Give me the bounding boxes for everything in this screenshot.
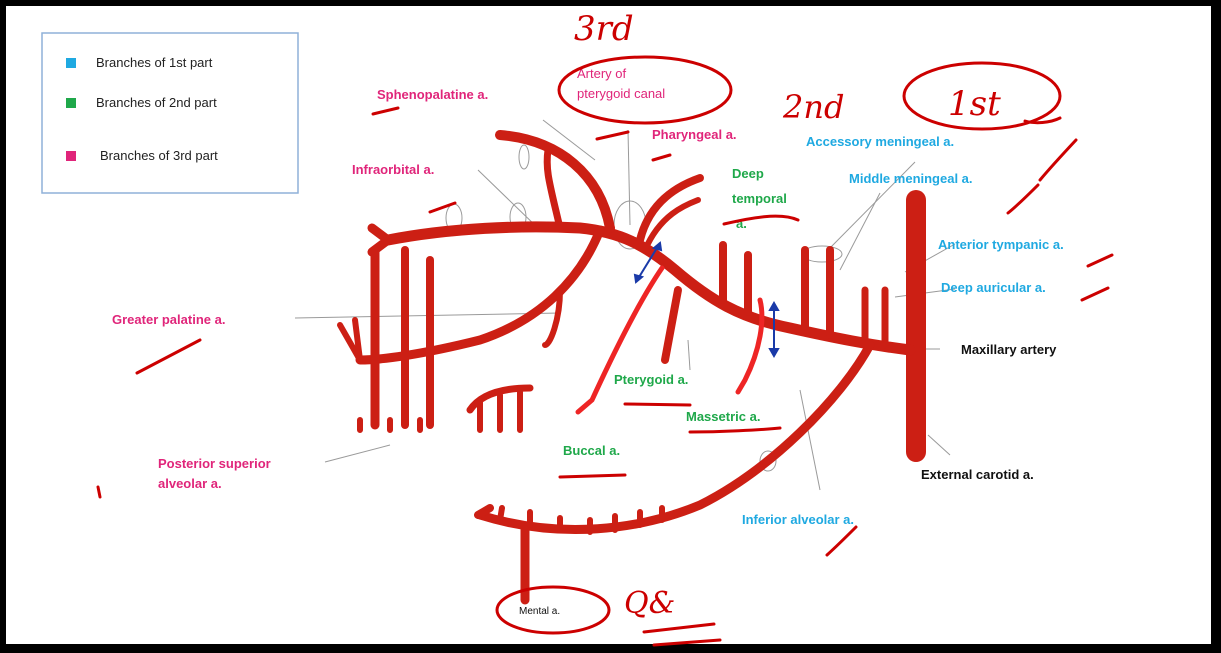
label-sphenopalatine: Sphenopalatine a. [377, 87, 488, 102]
greater-palatine-branch [360, 230, 600, 360]
tick-accessory [1040, 140, 1076, 180]
hand-qa: Q& [624, 586, 675, 621]
label-maxillary-artery: Maxillary artery [961, 342, 1057, 357]
tick-auricular [1082, 288, 1108, 300]
tick-inferior-alveolar [827, 527, 856, 555]
underline-qa-1 [644, 624, 714, 632]
label-masseteric: Massetric a. [686, 409, 760, 424]
label-greater-palatine: Greater palatine a. [112, 312, 225, 327]
underline-buccal [560, 475, 625, 477]
tick-tympanic [1088, 255, 1112, 266]
buccal-branch [578, 268, 662, 412]
label-infraorbital: Infraorbital a. [352, 162, 434, 177]
label-artery-pterygoid-2: pterygoid canal [577, 86, 665, 101]
underline-sphenopalatine [373, 108, 398, 114]
label-accessory-meningeal: Accessory meningeal a. [806, 134, 954, 149]
underline-greater-palatine [137, 340, 200, 373]
label-mental: Mental a. [519, 606, 560, 617]
label-inferior-alveolar: Inferior alveolar a. [742, 512, 854, 527]
label-anterior-tympanic: Anterior tympanic a. [938, 237, 1064, 252]
label-external-carotid: External carotid a. [921, 467, 1034, 482]
legend-label-3rd: Branches of 3rd part [100, 148, 218, 163]
legend-label-1st: Branches of 1st part [96, 55, 213, 70]
hand-1st: 1st [948, 84, 1001, 124]
underline-qa-2 [654, 640, 720, 645]
legend-swatch-1st [66, 58, 76, 68]
underline-pterygoid [625, 404, 690, 405]
label-pharyngeal: Pharyngeal a. [652, 127, 737, 142]
label-posterior-superior-2: alveolar a. [158, 476, 222, 491]
label-buccal: Buccal a. [563, 443, 620, 458]
label-middle-meningeal: Middle meningeal a. [849, 171, 973, 186]
tick-middle [1008, 185, 1038, 213]
pharyngeal-branch [640, 178, 700, 240]
label-deep-temporal-1: Deep [732, 166, 764, 181]
legend-label-2nd: Branches of 2nd part [96, 95, 217, 110]
label-artery-pterygoid-1: Artery of [577, 66, 627, 81]
label-deep-auricular: Deep auricular a. [941, 280, 1046, 295]
legend-swatch-2nd [66, 98, 76, 108]
hand-3rd: 3rd [574, 9, 634, 49]
label-posterior-superior-1: Posterior superior [158, 456, 271, 471]
hand-2nd: 2nd [782, 88, 844, 126]
underline-masseteric [690, 428, 780, 432]
legend-swatch-3rd [66, 151, 76, 161]
label-pterygoid: Pterygoid a. [614, 372, 688, 387]
artery-tree [340, 135, 916, 600]
legend: Branches of 1st part Branches of 2nd par… [42, 33, 298, 193]
label-deep-temporal-2: temporal [732, 191, 787, 206]
